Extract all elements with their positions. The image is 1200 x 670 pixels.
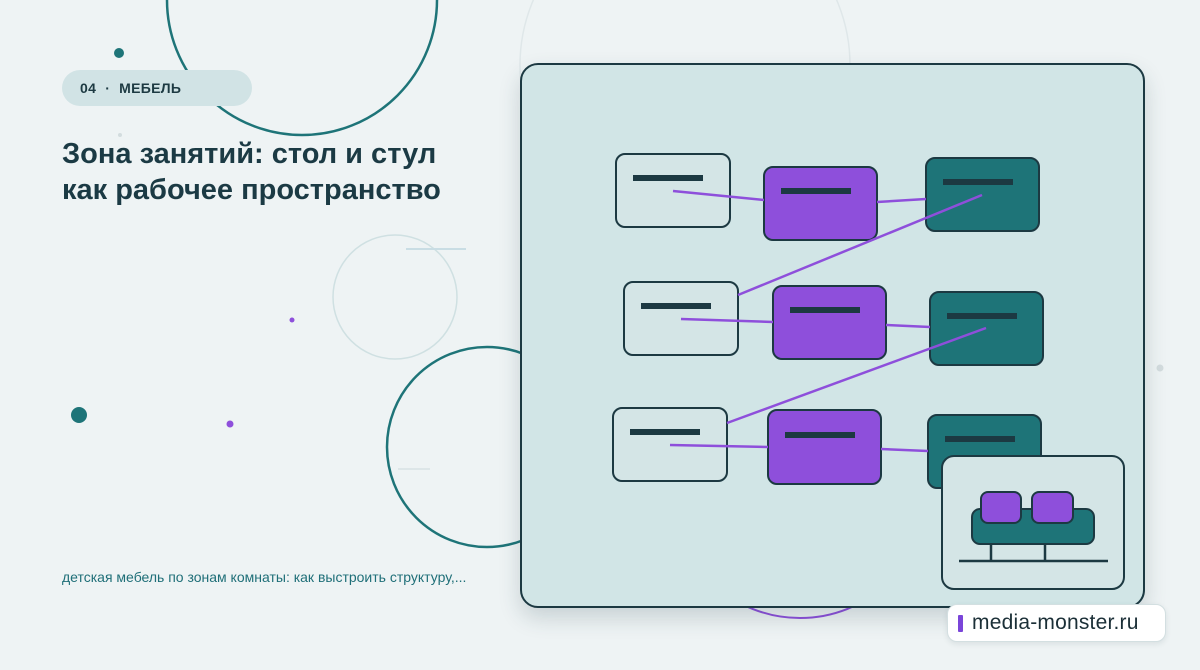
deco-dot — [1156, 364, 1164, 372]
box-text-bar — [947, 313, 1017, 319]
deco-dot — [114, 48, 124, 58]
diagram-box-purple — [767, 409, 882, 485]
page-subtitle: детская мебель по зонам комнаты: как выс… — [62, 569, 467, 585]
section-tag: 04 · МЕБЕЛЬ — [62, 70, 252, 106]
diagram-box-teal — [929, 291, 1044, 366]
box-text-bar — [943, 179, 1013, 185]
box-text-bar — [641, 303, 711, 309]
diagram-box-purple — [763, 166, 878, 241]
sofa-icon — [959, 491, 1108, 563]
illustration-panel — [520, 63, 1145, 608]
connector-line — [680, 317, 774, 324]
diagram-box-teal — [925, 157, 1040, 232]
deco-dot — [226, 420, 234, 428]
sofa-card — [941, 455, 1125, 590]
connector-line — [885, 323, 931, 329]
section-label: МЕБЕЛЬ — [119, 80, 182, 96]
box-text-bar — [633, 175, 703, 181]
section-separator: · — [105, 80, 111, 96]
connector-line — [669, 443, 769, 449]
section-number: 04 — [80, 80, 97, 96]
brand-badge[interactable]: media-monster.ru — [947, 604, 1166, 642]
connector-line — [726, 326, 987, 425]
deco-circle-top — [165, 0, 439, 137]
box-text-bar — [781, 188, 851, 194]
diagram-connectors — [669, 189, 987, 453]
diagram-box-purple — [772, 285, 887, 360]
connector-line — [672, 189, 765, 202]
diagram-box-light — [612, 407, 728, 482]
deco-dot — [71, 407, 87, 423]
box-text-bar — [630, 429, 700, 435]
connector-line — [737, 193, 983, 297]
deco-circle-small — [332, 234, 458, 360]
page-title: Зона занятий: стол и стул как рабочее пр… — [62, 138, 441, 206]
brand-text: media-monster.ru — [972, 611, 1139, 634]
box-text-bar — [785, 432, 855, 438]
flow-diagram — [612, 153, 1125, 590]
box-text-bar — [945, 436, 1015, 442]
connector-line — [876, 197, 927, 204]
box-text-bar — [790, 307, 860, 313]
brand-accent-icon — [958, 614, 963, 632]
diagram-box-light — [623, 281, 739, 356]
deco-dot — [118, 133, 122, 137]
deco-dot — [289, 317, 295, 323]
diagram-box-light — [615, 153, 731, 228]
connector-line — [880, 447, 929, 453]
